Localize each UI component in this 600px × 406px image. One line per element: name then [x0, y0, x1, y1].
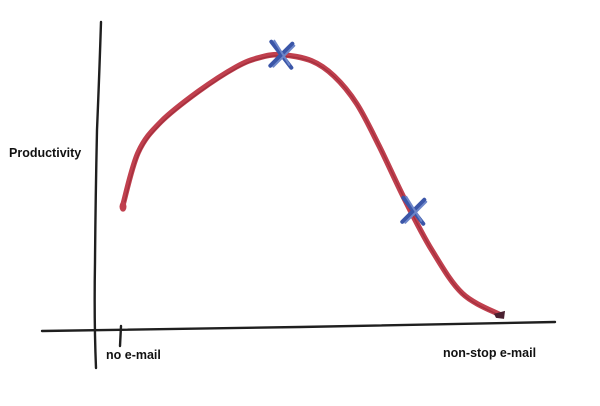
y-axis: [93, 20, 103, 370]
x-tick-label-non-stop-email: non-stop e-mail: [443, 346, 536, 360]
y-axis-label: Productivity: [9, 146, 81, 160]
marker-layer: [268, 39, 428, 226]
curve-start-point: [119, 201, 127, 212]
curve-end-point: [494, 310, 505, 319]
axes: [40, 20, 557, 370]
x-axis-origin-tick: [118, 324, 123, 348]
productivity-curve: [120, 51, 503, 318]
x-tick-label-no-email: no e-mail: [106, 348, 161, 362]
x-axis: [40, 320, 557, 333]
x-marker-2: [400, 195, 428, 226]
curve-layer: [119, 51, 505, 319]
productivity-curve-shading: [123, 55, 502, 317]
axis-labels: Productivity no e-mail non-stop e-mail: [9, 146, 536, 362]
x-marker-1: [268, 39, 296, 70]
